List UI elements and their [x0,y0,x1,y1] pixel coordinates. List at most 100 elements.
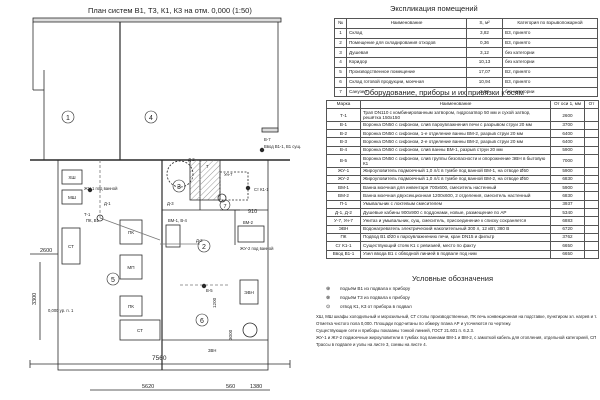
table-cell: Производственное помещение [346,66,467,78]
label-d2: Д-2 [188,157,195,162]
plan-title: План систем В1, Т3, К1, К3 на отм. 0,000… [88,6,252,15]
table-cell: без категории [502,57,598,68]
label-zhu2: ЖУ-2 под ванной [240,246,274,251]
oven-pk1 [119,219,143,245]
table-cell [584,129,599,139]
table-cell [584,241,599,251]
table-cell: В-4 [326,145,361,156]
room-number-5: 5 [111,277,115,284]
table-cell: 6650 [550,241,585,251]
table-cell: 10,13 [466,57,503,68]
legend-label: подъём Т3 из подвала к прибору [340,295,410,300]
table-cell [584,232,599,243]
table-cell: В-3 [326,137,361,147]
table-cell: 6400 [550,137,585,147]
table-cell [584,216,599,226]
table-cell: Душевые кабины 900х900 с поддонами, новы… [360,208,551,218]
equipment-header-row: Марка Наименование От оси 1, мм От [326,99,599,110]
table-cell: Существующий стояк К1 с ревизией, место … [360,241,551,251]
table-cell: В-2 [326,129,361,139]
label-evn2: ЗВН [208,348,216,353]
dim-2600: 2600 [40,248,52,254]
oven-mp [119,254,143,280]
table-cell: Подвод В1 Ø20 к пароувлажнению печи, кра… [360,232,551,243]
label-vm2: ВМ-2 [243,220,254,225]
label-b5: В-5 [206,288,213,293]
legend-symbol-icon: ⊙ [326,304,331,310]
rooms-header-name: Наименование [346,18,467,29]
note-line: Существующие сети и приборы показаны тон… [316,328,475,333]
rooms-header-category: Категория по взрывопожарной [502,18,598,29]
rooms-header-row: № Наименование S, м² Категория по взрыво… [334,18,598,29]
label-mp: МП [127,265,134,270]
table-cell: Воронка DN50 с сифоном, слив ванны ВМ-1,… [360,145,551,156]
table-cell: 3,82 [466,27,503,39]
table-cell: В-5 [326,154,361,168]
dim-7560: 7560 [152,355,167,362]
table-st1 [61,227,81,265]
label-pk1: ПК [128,230,134,235]
dim-3000: 3000 [228,329,233,340]
equipment-header-mark: Марка [326,99,361,110]
label-t1: Т-1 [84,212,91,217]
table-cell: Душевая [346,47,467,59]
oven-pk2 [119,295,143,317]
freezer-msh [61,189,83,205]
legend-symbol-icon: ⊗ [326,295,331,301]
label-t: Т [206,164,209,169]
legend-item: ⊕подъём В1 из подвала к прибору [326,286,410,292]
fridge-hsh [61,169,83,185]
table-cell: Ст К1-1 [326,241,361,251]
table-cell: 6830 [550,174,585,185]
equipment-header-name: Наименование [360,99,551,110]
label-d3: Д-3 [167,201,174,206]
room-number-4: 4 [149,115,153,122]
table-cell: Ввод В1-1 [326,249,361,259]
room-number-2: 2 [202,244,206,251]
legend-title: Условные обозначения [412,274,494,283]
table-cell: Помещение для складирования отходов [346,37,467,49]
dim-5620: 5620 [142,384,154,390]
wall-top [32,17,282,23]
shower-hatch [189,159,221,201]
label-v17: В-7 [264,137,271,142]
table-cell [584,120,599,131]
table-cell: В-1 [326,120,361,131]
table-cell: 6400 [550,129,585,139]
table-cell [584,249,599,259]
table-cell [584,166,599,176]
table-cell: 7000 [550,154,585,168]
table-cell: 17,07 [466,66,503,78]
table-cell: 5900 [550,145,585,156]
table-cell: 5340 [550,208,585,218]
table-cell: 10,94 [466,76,503,88]
table-cell: ВМ-1 [326,183,361,193]
table-cell: ЖУ-1 [326,166,361,176]
label-d2b: Д-2 [196,238,203,243]
label-pk-v1: ПК, В1 [86,218,100,223]
note-line: Трассы в подвале и узлы на листе 3, схем… [316,342,427,347]
table-cell [584,199,599,210]
table-cell: 3,12 [466,47,503,59]
table-cell: 2 [334,37,347,49]
table-cell [584,191,599,201]
water-heater-tank [242,322,258,338]
equipment-title: Оборудование, приборы и их привязки к ос… [364,88,524,97]
legend-item: ⊙отвод К1, К3 от прибора в подвал [326,304,412,310]
label-un7: Ун-7 [224,172,233,177]
table-cell: В3, принято [502,76,598,88]
dim-560: 560 [226,384,235,390]
label-pk2: ПК [128,304,134,309]
table-cell: Воронка DN50 с сифоном, слив группы безо… [360,154,551,168]
